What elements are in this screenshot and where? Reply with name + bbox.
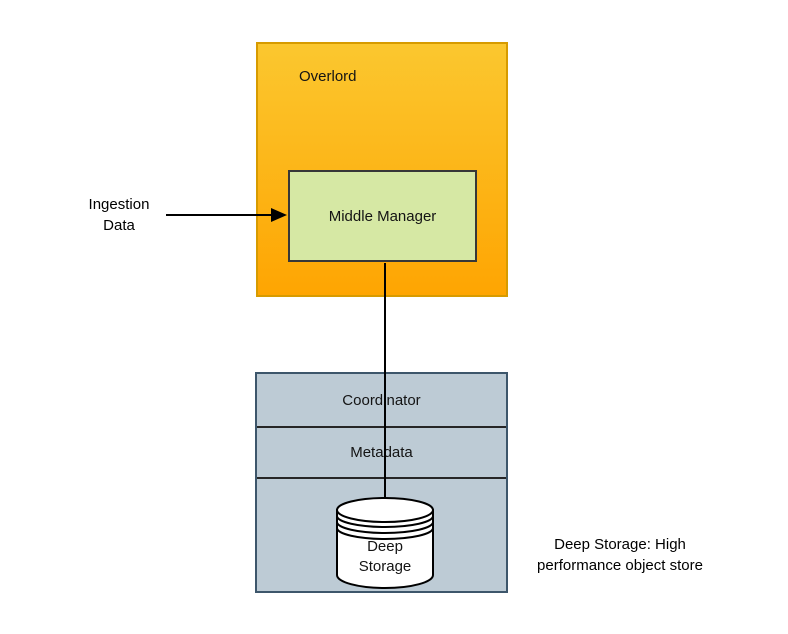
overlord-label: Overlord bbox=[299, 68, 357, 85]
coordinator-label: Coordinator bbox=[342, 391, 421, 409]
deep-storage-label-line1: Deep bbox=[367, 538, 403, 555]
deep-storage-label: Deep Storage bbox=[337, 537, 433, 577]
ingestion-data-line2: Data bbox=[103, 217, 135, 234]
metadata-label: Metadata bbox=[350, 444, 413, 461]
deep-storage-note-line1: Deep Storage: High bbox=[554, 536, 686, 553]
overlord-box: Overlord Middle Manager bbox=[256, 42, 508, 297]
metadata-section: Metadata bbox=[257, 428, 506, 479]
middle-manager-label: Middle Manager bbox=[328, 207, 437, 225]
deep-storage-note-line2: performance object store bbox=[537, 557, 703, 574]
coordinator-section: Coordinator bbox=[257, 374, 506, 428]
deep-storage-note: Deep Storage: High performance object st… bbox=[505, 534, 735, 576]
middle-manager-box: Middle Manager bbox=[288, 170, 477, 262]
ingestion-data-line1: Ingestion bbox=[88, 196, 150, 213]
ingestion-data-label: Ingestion Data bbox=[59, 194, 179, 236]
deep-storage-label-line2: Storage bbox=[358, 558, 412, 575]
